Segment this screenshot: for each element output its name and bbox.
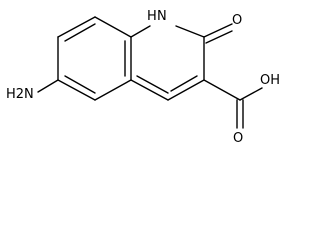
- bond-c8a-n1: [130, 25, 151, 38]
- bond-c8a-n1-side: [94, 16, 132, 38]
- bond-c2-o: [203, 23, 233, 38]
- ring-nh-n-label: N: [157, 9, 167, 24]
- ring-nh-h-label: H: [147, 9, 157, 24]
- structure-canvas: H N O OH O H2N: [6, 9, 280, 146]
- bond-c4-c4a: [130, 79, 169, 101]
- bond-c-oh: [239, 87, 263, 101]
- bond-double-c5-c6: [64, 75, 96, 94]
- acid-oxygen-label: O: [233, 131, 243, 146]
- carbonyl-oxygen-label: O: [232, 13, 242, 28]
- bond-c3-c4: [167, 79, 205, 101]
- bond-c8-c8a: [57, 16, 96, 38]
- bond-double-c3-c4-inner: [170, 75, 198, 92]
- bond-c5-c6: [57, 79, 96, 101]
- bond-c6-nh2: [37, 79, 59, 93]
- bond-double-c4-c4a-inner: [136, 75, 169, 94]
- hydroxyl-label: OH: [260, 73, 280, 88]
- chemical-structure-diagram: H N O OH O H2N: [6, 9, 280, 146]
- bond-c3-cooh: [203, 79, 241, 101]
- bond-c2-o-double: [205, 30, 233, 44]
- amine-label: H2N: [6, 87, 34, 102]
- bond-c4a-c5: [94, 79, 132, 101]
- bond-double-c7-c8: [64, 23, 96, 42]
- bond-n1-c2: [175, 25, 205, 38]
